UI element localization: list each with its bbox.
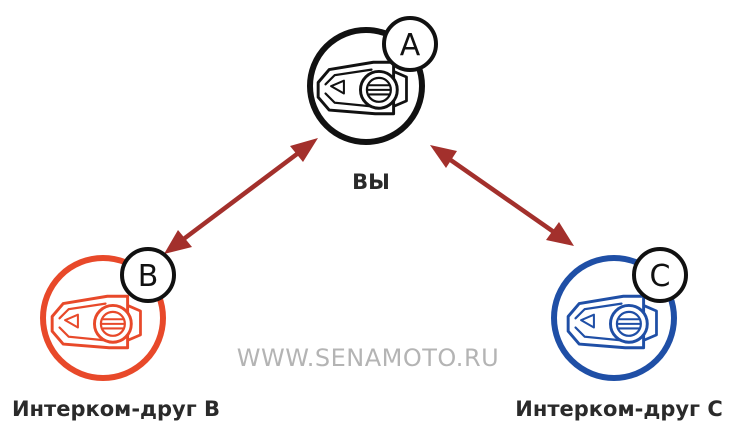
node-b: B Интерком-друг B	[12, 247, 220, 421]
node-b-label: Интерком-друг B	[12, 397, 220, 421]
bidirectional-arrow-a-b	[175, 146, 307, 246]
arrow-head-b	[164, 230, 192, 254]
node-a-badge: A	[382, 16, 438, 72]
badge-letter-c: C	[650, 259, 671, 294]
arrow-head-c	[546, 222, 574, 246]
watermark-text: WWW.SENAMOTO.RU	[237, 344, 499, 372]
node-b-badge: B	[120, 247, 176, 303]
badge-letter-a: A	[400, 28, 421, 63]
node-c-badge: C	[632, 247, 688, 303]
arrow-head-a	[430, 145, 457, 168]
node-a-label: ВЫ	[352, 170, 390, 194]
node-a: A ВЫ	[307, 16, 438, 194]
node-c-label: Интерком-друг C	[515, 397, 722, 421]
connection-a-c	[430, 145, 574, 246]
node-c: C Интерком-друг C	[515, 247, 723, 421]
badge-letter-b: B	[138, 259, 159, 294]
bidirectional-arrow-a-c	[440, 152, 563, 239]
arrow-head-a	[290, 138, 318, 162]
connection-a-b	[164, 138, 318, 254]
